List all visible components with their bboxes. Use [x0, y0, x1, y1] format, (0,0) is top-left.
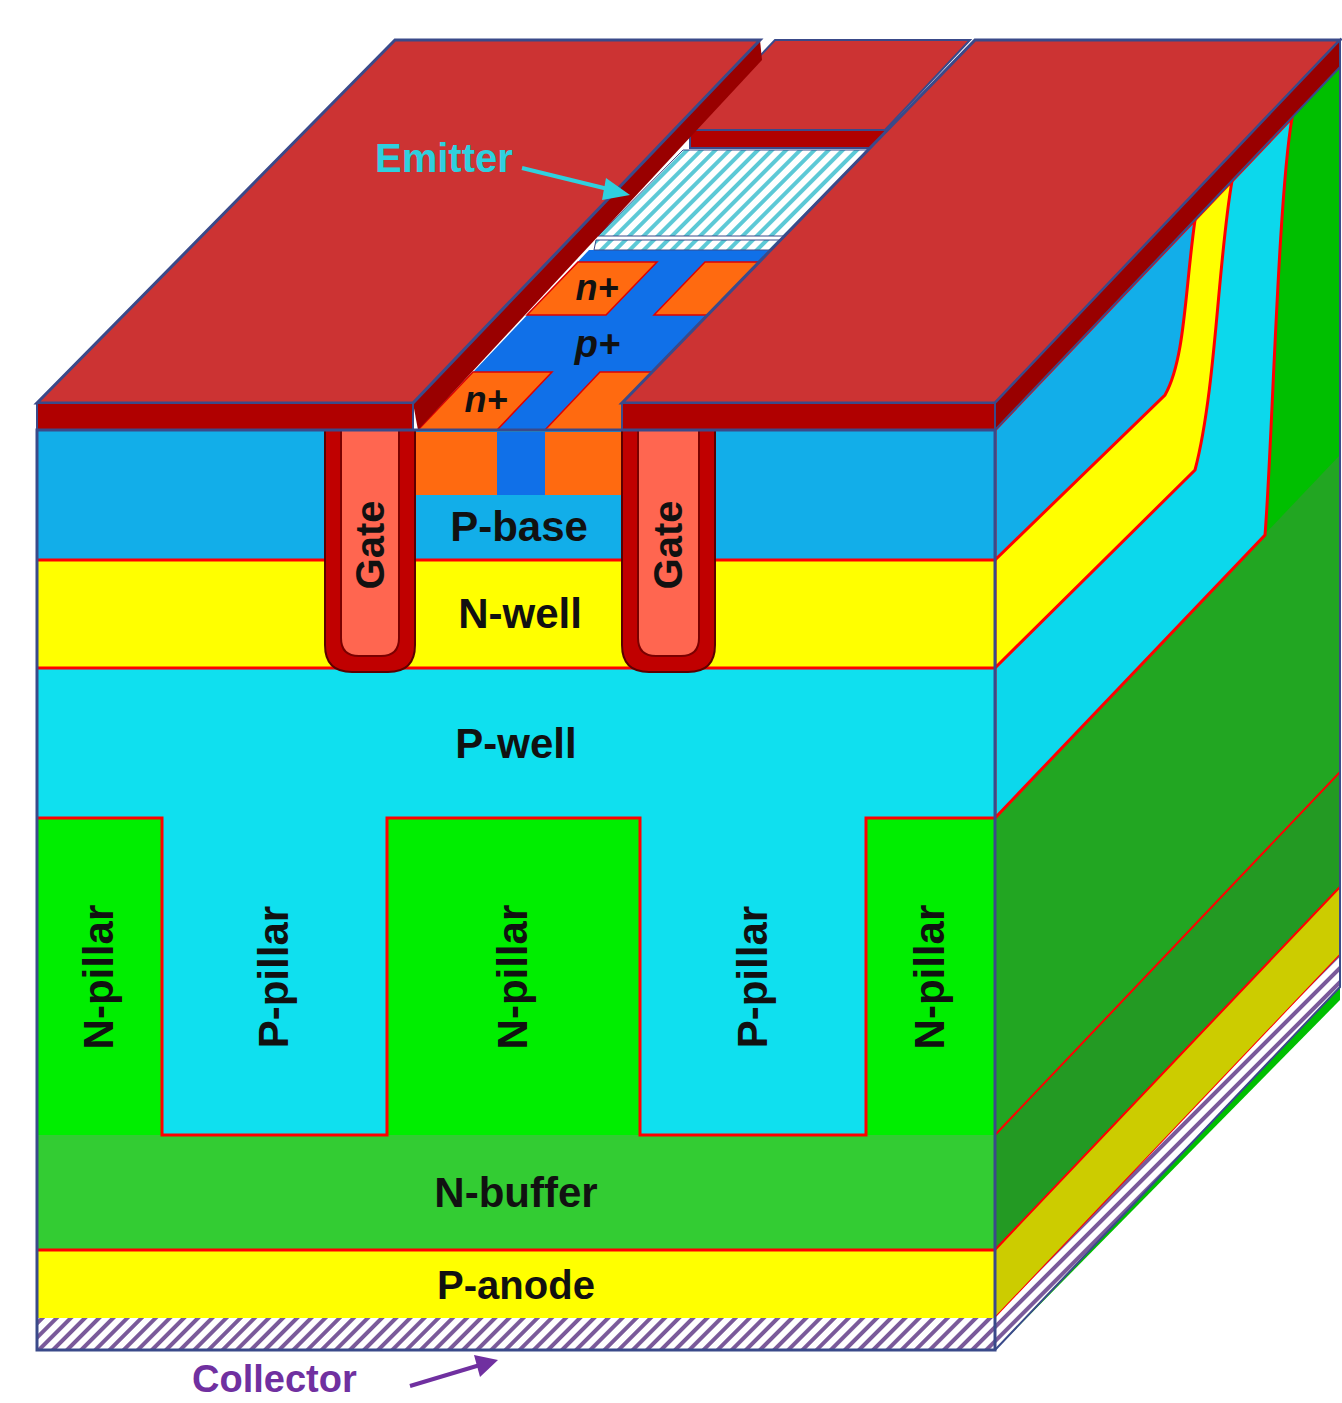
n-pillar: N-pillar — [387, 822, 640, 1132]
gate-trench: Gate — [341, 440, 399, 650]
n-plus-region: n+ — [440, 378, 532, 422]
region-label: P-well — [455, 721, 576, 767]
region-label: p+ — [575, 324, 620, 366]
region-label: P-anode — [437, 1263, 595, 1307]
n-pillar: N-pillar — [37, 822, 162, 1132]
gate-trench: Gate — [638, 440, 699, 650]
region-label: n+ — [464, 380, 507, 420]
p-pillar: P-pillar — [162, 822, 387, 1132]
p-well-layer: P-well — [37, 672, 995, 816]
p-pillar: P-pillar — [640, 822, 866, 1132]
region-label: N-pillar — [490, 905, 536, 1050]
region-label: P-base — [450, 504, 588, 550]
region-label: N-pillar — [76, 905, 122, 1050]
terminal-label: Collector — [192, 1360, 357, 1398]
region-label: P-pillar — [730, 906, 776, 1048]
region-label: n+ — [575, 268, 618, 308]
region-label: N-pillar — [907, 905, 953, 1050]
n-buffer-layer: N-buffer — [37, 1138, 995, 1248]
p-anode-layer: P-anode — [37, 1253, 995, 1316]
region-label: N-buffer — [434, 1170, 597, 1216]
n-pillar: N-pillar — [866, 822, 995, 1132]
terminal-label: Emitter — [375, 138, 513, 178]
region-label: Gate — [647, 501, 691, 590]
region-label: Gate — [348, 501, 392, 590]
region-label: N-well — [458, 591, 582, 637]
p-plus-region: p+ — [550, 322, 645, 368]
region-label: P-pillar — [251, 906, 297, 1048]
p-base-layer: P-base — [418, 497, 620, 557]
n-well-layer: N-well — [418, 564, 622, 664]
n-plus-region: n+ — [552, 266, 642, 310]
